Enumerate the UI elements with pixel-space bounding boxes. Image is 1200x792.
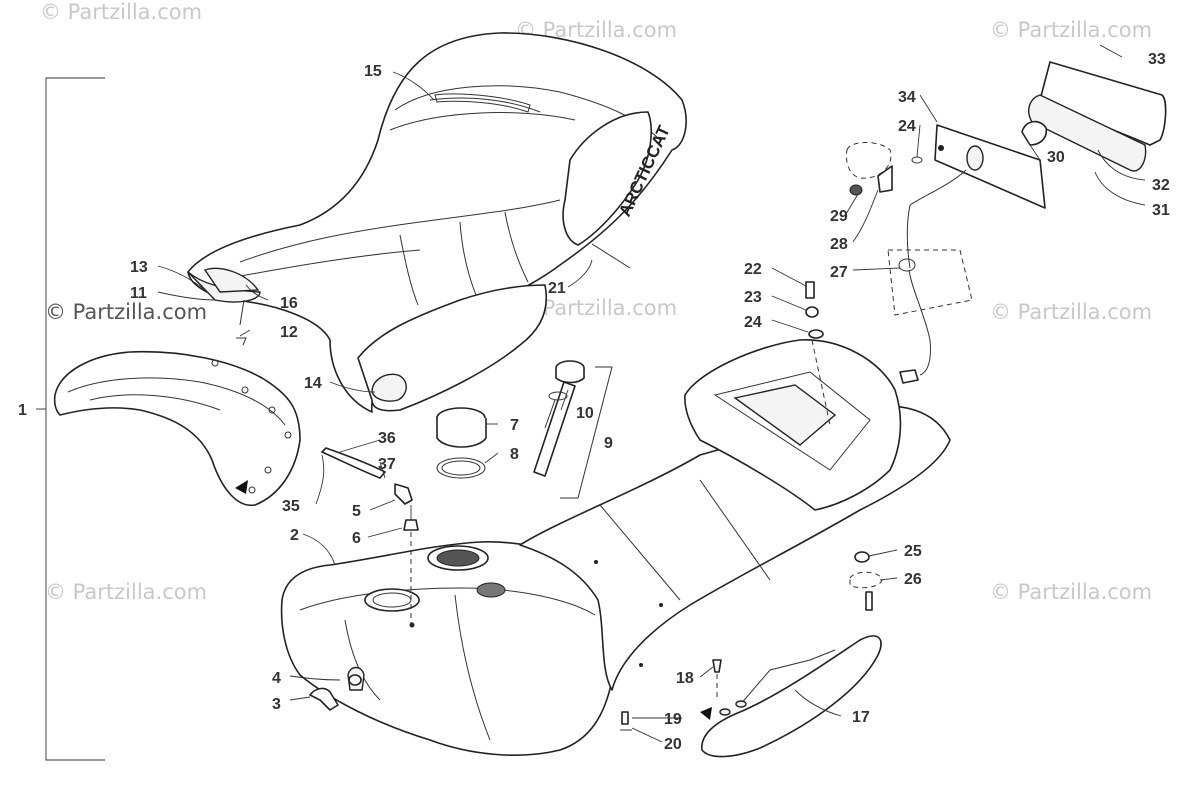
callout-31: 31 — [1152, 202, 1170, 219]
callout-7: 7 — [510, 417, 519, 434]
callout-18: 18 — [676, 670, 694, 687]
rear-bumper — [700, 635, 882, 758]
callout-17: 17 — [852, 709, 870, 726]
vent-hose — [321, 447, 386, 479]
watermark: © Partzilla.com — [45, 300, 208, 324]
watermark: © Partzilla.com — [40, 0, 203, 24]
taillight-assembly — [845, 44, 1167, 384]
callout-1: 1 — [18, 402, 27, 419]
drain-fitting — [309, 687, 339, 711]
callout-16: 16 — [280, 295, 298, 312]
callout-9: 9 — [604, 435, 613, 452]
callout-33: 33 — [1148, 51, 1166, 68]
callout-4: 4 — [272, 670, 281, 687]
callout-22: 22 — [744, 261, 762, 278]
callout-36: 36 — [378, 430, 396, 447]
seat: ARCTICCAT — [187, 32, 687, 413]
watermark: © Partzilla.com — [990, 18, 1153, 42]
callout-23: 23 — [744, 289, 762, 306]
assembly-bracket — [45, 77, 105, 761]
fuel-gauge-sender — [533, 360, 613, 499]
callout-21: 21 — [548, 280, 566, 297]
callout-10: 10 — [576, 405, 594, 422]
callout-5: 5 — [352, 503, 361, 520]
callout-8: 8 — [510, 446, 519, 463]
callout-13: 13 — [130, 259, 148, 276]
callout-2: 2 — [290, 527, 299, 544]
gas-tank — [280, 541, 617, 756]
callout-19: 19 — [664, 711, 682, 728]
callout-34: 34 — [898, 89, 916, 106]
callout-26: 26 — [904, 571, 922, 588]
callout-27: 27 — [830, 264, 848, 281]
callout-35: 35 — [282, 498, 300, 515]
callout-3: 3 — [272, 696, 281, 713]
watermark: © Partzilla.com — [45, 580, 208, 604]
callout-29: 29 — [830, 208, 848, 225]
callout-20: 20 — [664, 736, 682, 753]
callout-15: 15 — [364, 63, 382, 80]
seat-base-tray — [519, 339, 951, 691]
callout-30: 30 — [1047, 149, 1065, 166]
callout-6: 6 — [352, 530, 361, 547]
hose-fitting — [394, 483, 413, 505]
fuel-cap — [436, 407, 487, 479]
watermark: © Partzilla.com — [990, 300, 1153, 324]
rear-seat-cover — [53, 350, 301, 507]
callout-32: 32 — [1152, 177, 1170, 194]
callout-14: 14 — [304, 375, 322, 392]
callout-24: 24 — [898, 118, 916, 135]
callout-11: 11 — [130, 285, 147, 302]
callout-28: 28 — [830, 236, 848, 253]
callout-37: 37 — [378, 456, 396, 473]
callout-25: 25 — [904, 543, 922, 560]
callout-12: 12 — [280, 324, 298, 341]
callout-24: 24 — [744, 314, 762, 331]
watermark: © Partzilla.com — [990, 580, 1153, 604]
